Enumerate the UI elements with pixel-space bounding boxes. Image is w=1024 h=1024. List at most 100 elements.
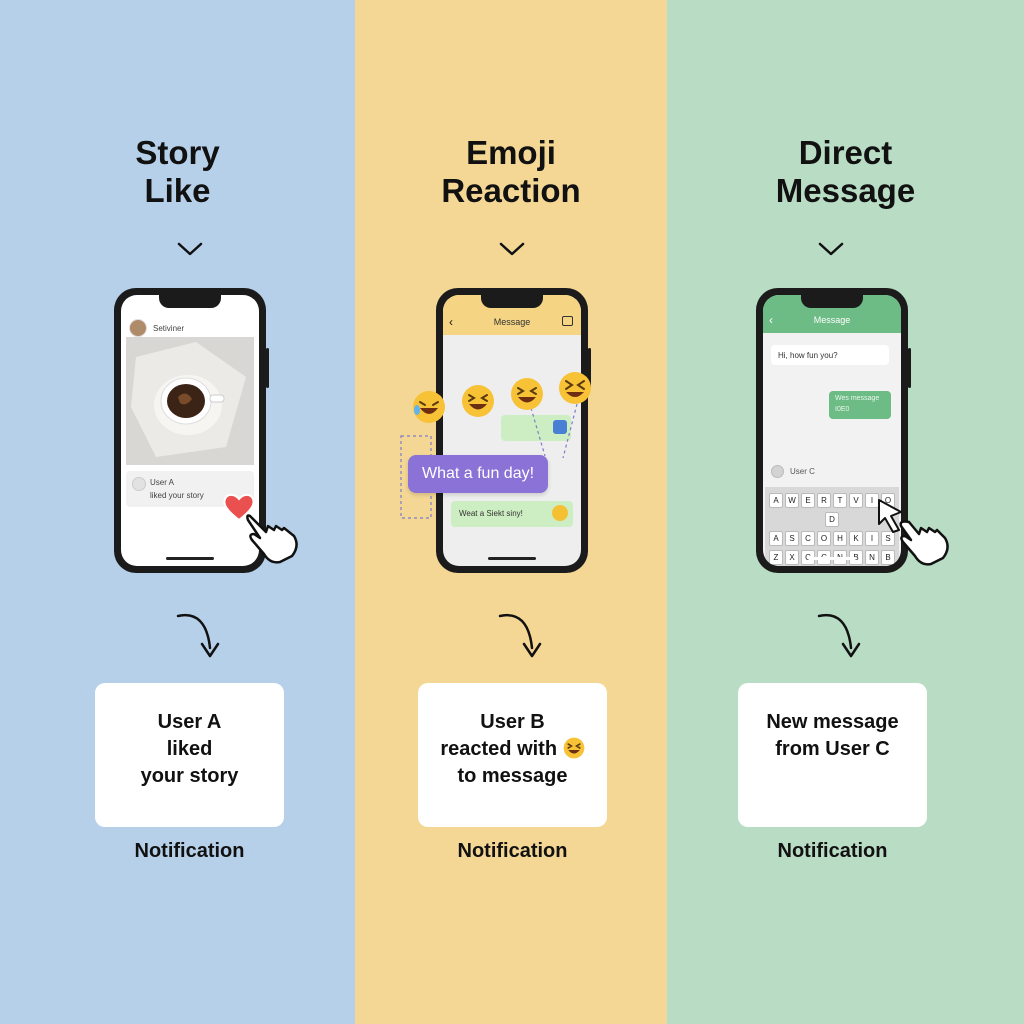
column-direct-message: Direct Message ‹ Message Hi, how fun you… — [667, 0, 1024, 1024]
title-line-1: Story — [135, 134, 220, 171]
keyboard-row-3: ZXCCNBNB — [765, 547, 899, 566]
story-image[interactable] — [126, 337, 254, 465]
incoming-message-text: Hi, how fun you? — [778, 351, 838, 360]
activity-text: liked your story — [150, 491, 204, 500]
column-title: Story Like — [0, 134, 355, 210]
column-title: Emoji Reaction — [355, 134, 667, 210]
keyboard-key[interactable]: A — [769, 531, 783, 546]
title-line-1: Emoji — [466, 134, 556, 171]
phone-mockup: ‹ Message Hi, how fun you? Wes message I… — [756, 288, 911, 573]
chat-header-title: Message — [493, 317, 531, 327]
title-line-1: Direct — [798, 134, 893, 171]
keyboard-key[interactable]: B — [849, 550, 863, 565]
keyboard-key[interactable]: O — [817, 531, 831, 546]
notification-card[interactable]: User A liked your story — [95, 683, 284, 827]
outgoing-message: Wes message I0E0 — [829, 391, 891, 419]
card-line-2-row: reacted with — [418, 736, 607, 763]
card-line-3: your story — [140, 765, 239, 787]
laughing-emoji-icon — [552, 505, 568, 521]
laughing-tears-emoji-icon[interactable] — [412, 390, 446, 424]
back-icon[interactable]: ‹ — [769, 313, 773, 327]
keyboard-key[interactable]: Z — [769, 550, 783, 565]
keyboard-key[interactable]: V — [849, 493, 863, 508]
keyboard-key[interactable]: S — [881, 531, 895, 546]
notification-card[interactable]: New message from User C — [738, 683, 927, 827]
title-line-2: Reaction — [441, 172, 581, 209]
activity-avatar — [132, 477, 146, 491]
home-icon[interactable] — [562, 316, 573, 326]
phone-notch — [159, 294, 221, 308]
phone-side-button — [908, 348, 911, 388]
card-line-2: liked — [166, 738, 213, 760]
phone-side-button — [588, 348, 591, 388]
notification-card[interactable]: User B reacted with to message — [418, 683, 607, 827]
card-line-2: from User C — [775, 738, 890, 760]
back-icon[interactable]: ‹ — [449, 315, 453, 329]
keyboard-key[interactable]: A — [769, 493, 783, 508]
coffee-cup-image — [131, 342, 246, 457]
thumbs-up-icon — [553, 420, 567, 434]
phone-side-button — [266, 348, 269, 388]
tapping-hand-icon — [878, 499, 949, 566]
home-indicator — [808, 557, 856, 560]
keyboard-key[interactable]: X — [785, 550, 799, 565]
keyboard-key[interactable]: R — [817, 493, 831, 508]
reply-text: Weat a Siekt siny! — [459, 509, 523, 518]
reaction-connector-lines — [400, 403, 578, 519]
phone-screen: Setiviner User A liked your story — [121, 295, 259, 566]
title-line-2: Message — [775, 172, 916, 209]
chevron-down-icon — [177, 242, 203, 256]
phone-screen: ‹ Message Hi, how fun you? Wes message I… — [763, 295, 901, 566]
card-line-1: User B — [480, 711, 545, 733]
keyboard-key[interactable]: I — [865, 493, 879, 508]
squinting-laugh-emoji-icon[interactable] — [510, 377, 544, 411]
card-line-1: User A — [157, 711, 222, 733]
keyboard-key[interactable]: W — [785, 493, 799, 508]
keyboard-key[interactable]: T — [833, 493, 847, 508]
sender-row: User C — [771, 465, 815, 478]
avatar[interactable] — [129, 319, 147, 337]
keyboard-key[interactable]: I — [865, 531, 879, 546]
heart-icon[interactable] — [222, 492, 256, 522]
card-line-1: New message — [766, 711, 899, 733]
reaction-message-text: What a fun day! — [421, 465, 535, 482]
reaction-message-bubble[interactable]: What a fun day! — [408, 455, 548, 493]
notification-caption: Notification — [457, 840, 568, 862]
curved-arrow-icon — [498, 613, 542, 658]
keyboard-key[interactable]: H — [833, 531, 847, 546]
keyboard-key[interactable]: D — [825, 512, 839, 527]
keyboard-key[interactable]: K — [849, 531, 863, 546]
grinning-squint-emoji-icon — [563, 737, 584, 759]
home-indicator — [488, 557, 536, 560]
notification-caption: Notification — [777, 840, 888, 862]
home-indicator — [166, 557, 214, 560]
card-line-2: reacted with — [440, 738, 558, 760]
curved-arrow-icon — [817, 613, 861, 658]
curved-arrow-icon — [176, 613, 220, 658]
phone-notch — [801, 294, 863, 308]
phone-notch — [481, 294, 543, 308]
keyboard-key[interactable]: C — [801, 531, 815, 546]
outgoing-line-1: Wes message — [835, 395, 880, 402]
phone-mockup: ‹ Message Weat a Siekt siny! — [436, 288, 591, 573]
reply-bubble: Weat a Siekt siny! — [451, 501, 573, 527]
activity-user: User A — [150, 478, 175, 487]
keyboard-key[interactable]: E — [801, 493, 815, 508]
green-message-bubble — [501, 415, 571, 441]
column-story-like: Story Like Setiviner — [0, 0, 355, 1024]
grinning-squint-emoji-icon[interactable] — [461, 384, 495, 418]
column-emoji-reaction: Emoji Reaction ‹ Message Weat a Siekt si… — [355, 0, 667, 1024]
dm-header-title: Message — [813, 315, 851, 325]
chevron-down-icon — [499, 242, 525, 256]
rolling-laugh-emoji-icon[interactable] — [558, 371, 592, 405]
chevron-down-icon — [818, 242, 844, 256]
keyboard-key[interactable]: S — [785, 531, 799, 546]
keyboard-key[interactable]: N — [865, 550, 879, 565]
keyboard-key[interactable]: B — [881, 550, 895, 565]
column-title: Direct Message — [667, 134, 1024, 210]
pointing-hand-icon — [246, 514, 298, 564]
phone-screen: ‹ Message Weat a Siekt siny! — [443, 295, 581, 566]
